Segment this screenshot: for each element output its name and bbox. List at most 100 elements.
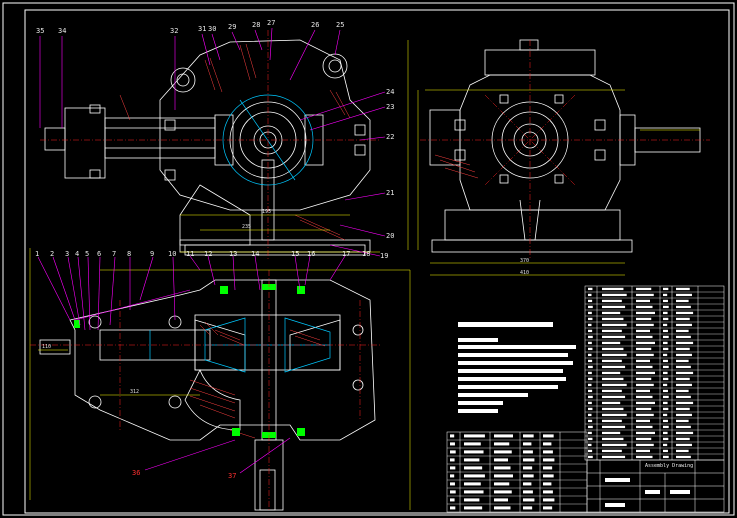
table-cell-text bbox=[636, 305, 653, 309]
table-cell-text bbox=[636, 293, 654, 297]
table-cell-text bbox=[663, 455, 669, 459]
table-cell-text bbox=[602, 419, 622, 423]
table-cell-text bbox=[676, 407, 690, 411]
dim-312: 312 bbox=[130, 389, 139, 395]
table-cell-text bbox=[663, 389, 668, 393]
inner-frame bbox=[24, 9, 730, 514]
table-cell-text bbox=[636, 287, 652, 291]
table-cell-text bbox=[602, 401, 621, 405]
table-cell-text bbox=[602, 371, 621, 375]
table-cell-text bbox=[676, 299, 689, 303]
table-cell-text bbox=[588, 359, 593, 363]
table-cell-text bbox=[663, 437, 669, 441]
front-view-hatching bbox=[119, 43, 351, 241]
table-cell-text bbox=[602, 455, 626, 459]
table-cell-text bbox=[636, 353, 654, 357]
table-cell-text bbox=[676, 401, 694, 405]
table-cell-text bbox=[464, 490, 484, 494]
dim-370: 370 bbox=[520, 258, 529, 264]
table-cell-text bbox=[543, 458, 555, 462]
table-cell-text bbox=[588, 329, 593, 333]
table-cell-text bbox=[663, 395, 669, 399]
tech-notes bbox=[458, 322, 576, 413]
table-cell-text bbox=[676, 371, 694, 375]
callout-4: 4 bbox=[75, 250, 79, 258]
table-cell-text bbox=[663, 305, 669, 309]
table-cell-text bbox=[636, 359, 650, 363]
table-cell-text bbox=[464, 458, 480, 462]
table-cell-text bbox=[494, 490, 512, 494]
table-cell-text bbox=[663, 293, 668, 297]
lower-parts-list-text bbox=[450, 434, 555, 510]
table-cell-text bbox=[602, 383, 627, 387]
table-cell-text bbox=[450, 458, 455, 462]
table-cell-text bbox=[450, 450, 456, 454]
table-cell-text bbox=[663, 341, 668, 345]
table-cell-text bbox=[450, 474, 455, 478]
table-cell-text bbox=[602, 389, 622, 393]
table-cell-text bbox=[636, 347, 652, 351]
table-cell-text bbox=[494, 442, 510, 446]
callout-7: 7 bbox=[112, 250, 116, 258]
top-view-dimensions bbox=[38, 269, 411, 510]
table-cell-text bbox=[676, 323, 692, 327]
table-cell-text bbox=[494, 466, 511, 470]
table-cell-text bbox=[523, 434, 534, 438]
table-cell-text bbox=[636, 299, 650, 303]
callout-15: 15 bbox=[291, 250, 299, 258]
table-cell-text bbox=[636, 407, 652, 411]
table-cell-text bbox=[588, 401, 592, 405]
callout-29: 29 bbox=[228, 23, 236, 31]
table-cell-text bbox=[588, 395, 593, 399]
side-view-hatching bbox=[434, 154, 479, 179]
callout-1: 1 bbox=[35, 250, 39, 258]
table-cell-text bbox=[636, 311, 655, 315]
table-cell-text bbox=[676, 449, 689, 453]
callout-13: 13 bbox=[229, 250, 237, 258]
table-cell-text bbox=[523, 458, 535, 462]
table-cell-text bbox=[676, 383, 692, 387]
table-cell-text bbox=[676, 419, 689, 423]
callout-16: 16 bbox=[307, 250, 315, 258]
callout-5: 5 bbox=[85, 250, 89, 258]
table-cell-text bbox=[450, 490, 456, 494]
table-cell-text bbox=[464, 442, 481, 446]
table-cell-text bbox=[523, 506, 533, 510]
table-cell-text bbox=[663, 335, 669, 339]
table-cell-text bbox=[588, 455, 593, 459]
callouts-left: 1 2 3 4 5 6 7 8 9 10 bbox=[35, 250, 176, 258]
table-cell-text bbox=[636, 317, 652, 321]
table-cell-text bbox=[663, 431, 668, 435]
table-cell-text bbox=[543, 442, 552, 446]
table-cell-text bbox=[543, 466, 553, 470]
table-cell-text bbox=[523, 490, 533, 494]
dim-195: 195 bbox=[262, 209, 271, 215]
callout-37: 37 bbox=[228, 472, 236, 480]
table-cell-text bbox=[602, 413, 627, 417]
table-cell-text bbox=[464, 482, 481, 486]
callout-14: 14 bbox=[251, 250, 259, 258]
table-cell-text bbox=[588, 383, 592, 387]
callout-35: 35 bbox=[36, 27, 44, 35]
table-cell-text bbox=[450, 506, 456, 510]
table-cell-text bbox=[636, 431, 655, 435]
dim-410: 410 bbox=[520, 270, 529, 276]
table-cell-text bbox=[676, 329, 689, 333]
callout-2: 2 bbox=[50, 250, 54, 258]
table-cell-text bbox=[602, 287, 624, 291]
table-cell-text bbox=[602, 335, 626, 339]
table-cell-text bbox=[602, 395, 626, 399]
callout-24: 24 bbox=[386, 88, 394, 96]
table-cell-text bbox=[676, 347, 690, 351]
dim-235: 235 bbox=[242, 224, 251, 230]
table-cell-text bbox=[523, 498, 535, 502]
table-cell-text bbox=[663, 359, 668, 363]
table-cell-text bbox=[543, 482, 552, 486]
table-cell-text bbox=[588, 437, 593, 441]
callout-34: 34 bbox=[58, 27, 66, 35]
table-cell-text bbox=[588, 407, 593, 411]
table-cell-text bbox=[663, 365, 669, 369]
dim-labels-side: 370 410 bbox=[520, 258, 529, 276]
table-cell-text bbox=[663, 383, 668, 387]
